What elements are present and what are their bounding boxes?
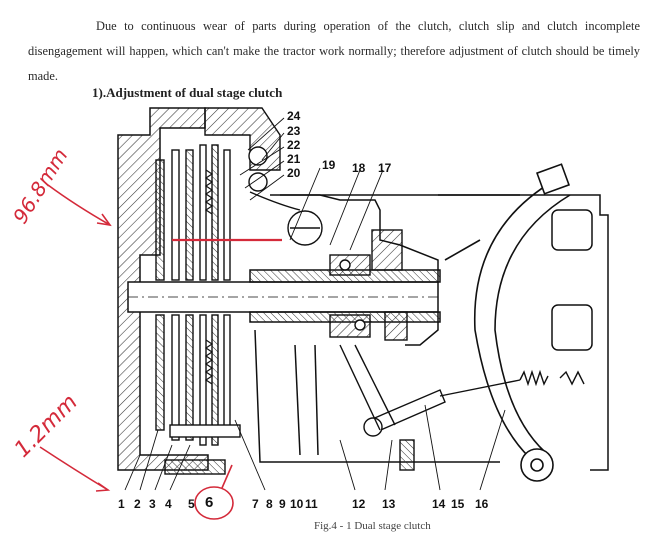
release-bearing xyxy=(329,229,408,341)
leader-lines xyxy=(124,117,506,491)
figure-caption: Fig.4 - 1 Dual stage clutch xyxy=(314,520,431,532)
ink-marks xyxy=(39,184,282,520)
callout-11: 11 xyxy=(305,497,318,511)
callout-17: 17 xyxy=(378,161,392,175)
callout-2: 2 xyxy=(134,497,141,511)
callout-14: 14 xyxy=(432,497,446,511)
callout-24: 24 xyxy=(287,109,301,123)
callout-13: 13 xyxy=(382,497,396,511)
clutch-plates xyxy=(155,144,231,446)
callout-12: 12 xyxy=(352,497,366,511)
callout-5: 5 xyxy=(188,497,195,511)
springs xyxy=(204,169,214,385)
callout-7: 7 xyxy=(252,497,259,511)
callout-1: 1 xyxy=(118,497,125,511)
callout-18: 18 xyxy=(352,161,366,175)
callout-9: 9 xyxy=(279,497,286,511)
callout-21: 21 xyxy=(287,152,301,166)
bottom-bolt xyxy=(164,424,415,475)
callout-20: 20 xyxy=(287,166,301,180)
release-lever xyxy=(444,163,571,482)
callout-22: 22 xyxy=(287,138,301,152)
callout-16: 16 xyxy=(475,497,489,511)
callout-23: 23 xyxy=(287,124,301,138)
callout-10: 10 xyxy=(290,497,304,511)
callout-6-circled: 6 xyxy=(205,494,214,511)
intro-paragraph: Due to continuous wear of parts during o… xyxy=(28,19,640,83)
section-heading: 1).Adjustment of dual stage clutch xyxy=(92,85,283,100)
callout-15: 15 xyxy=(451,497,465,511)
callout-4: 4 xyxy=(165,497,172,511)
callout-19: 19 xyxy=(322,158,336,172)
clutch-housing xyxy=(254,194,609,471)
linkage-rod xyxy=(339,344,585,437)
callout-8: 8 xyxy=(266,497,273,511)
release-fork xyxy=(248,146,323,246)
callout-3: 3 xyxy=(149,497,156,511)
